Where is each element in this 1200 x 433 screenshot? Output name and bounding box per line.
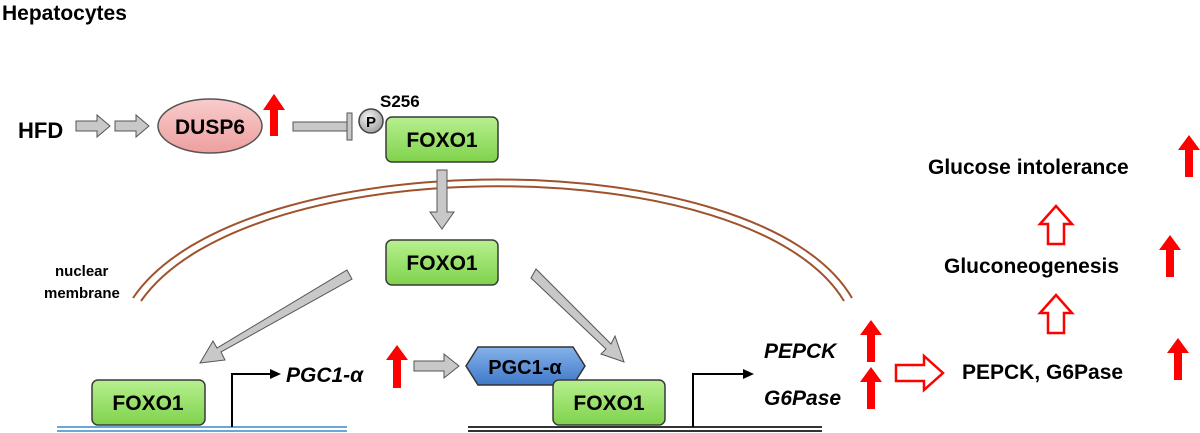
red-outline-arrow-to-gluconeogenesis (1037, 293, 1075, 335)
pgc1a-gene-label: PGC1-α (286, 364, 364, 387)
up-arrow-g6pase (860, 367, 882, 409)
nuclear-membrane (132, 178, 853, 302)
gray-arrow-pgc1a-translation (413, 352, 460, 380)
pepck-gene-label: PEPCK (764, 340, 838, 363)
up-arrow-pgc1a (386, 345, 408, 388)
dna-strand-left (57, 426, 347, 432)
gray-arrow-to-gluconeogenic-promoter (530, 268, 625, 363)
foxo1-nucleus-label: FOXO1 (406, 252, 478, 275)
gray-arrow-to-pgc1a-promoter (199, 269, 353, 364)
up-arrow-glucose-intolerance (1178, 135, 1200, 177)
pepck-g6pase-protein-label: PEPCK, G6Pase (962, 361, 1123, 384)
title: Hepatocytes (2, 2, 127, 25)
transcription-arrow-right (692, 369, 754, 427)
up-arrow-dusp6-head (263, 94, 285, 110)
phospho-site-label: S256 (380, 92, 420, 111)
dna-strand-right (468, 426, 822, 432)
gray-arrow-hfd-1 (75, 113, 111, 139)
phospho-label: P (366, 114, 376, 131)
foxo1-dna-right-label: FOXO1 (573, 392, 645, 415)
foxo1-dna-left-box (91, 379, 206, 426)
red-outline-arrow-to-glucose-intolerance (1037, 204, 1075, 246)
g6pase-gene-label: G6Pase (764, 387, 841, 410)
gray-arrow-hfd-2 (114, 113, 150, 139)
nuclear-membrane-label-line2: membrane (44, 285, 120, 302)
pgc1a-protein-label: PGC1-α (488, 357, 562, 379)
foxo1-cytoplasm-label: FOXO1 (406, 129, 478, 152)
dusp6-label: DUSP6 (175, 116, 245, 139)
nuclear-membrane-label-line1: nuclear (55, 263, 109, 280)
phospho-circle (358, 108, 384, 134)
foxo1-dna-right-box (552, 379, 666, 426)
gray-arrow-translocation (429, 169, 455, 230)
up-arrow-pepck-g6pase (1167, 338, 1189, 380)
up-arrow-pepck (860, 320, 882, 362)
transcription-arrow-left (231, 369, 281, 427)
dusp6-node (157, 98, 263, 154)
glucose-intolerance-label: Glucose intolerance (928, 156, 1129, 179)
hfd-label: HFD (18, 118, 63, 143)
inhibition-arrow (292, 112, 353, 141)
up-arrow-gluconeogenesis (1159, 235, 1181, 277)
foxo1-dna-left-label: FOXO1 (112, 392, 184, 415)
foxo1-nucleus-box (385, 239, 499, 286)
foxo1-cytoplasm-box (385, 116, 499, 163)
red-outline-arrow-expression (894, 353, 945, 393)
gluconeogenesis-label: Gluconeogenesis (944, 255, 1119, 278)
